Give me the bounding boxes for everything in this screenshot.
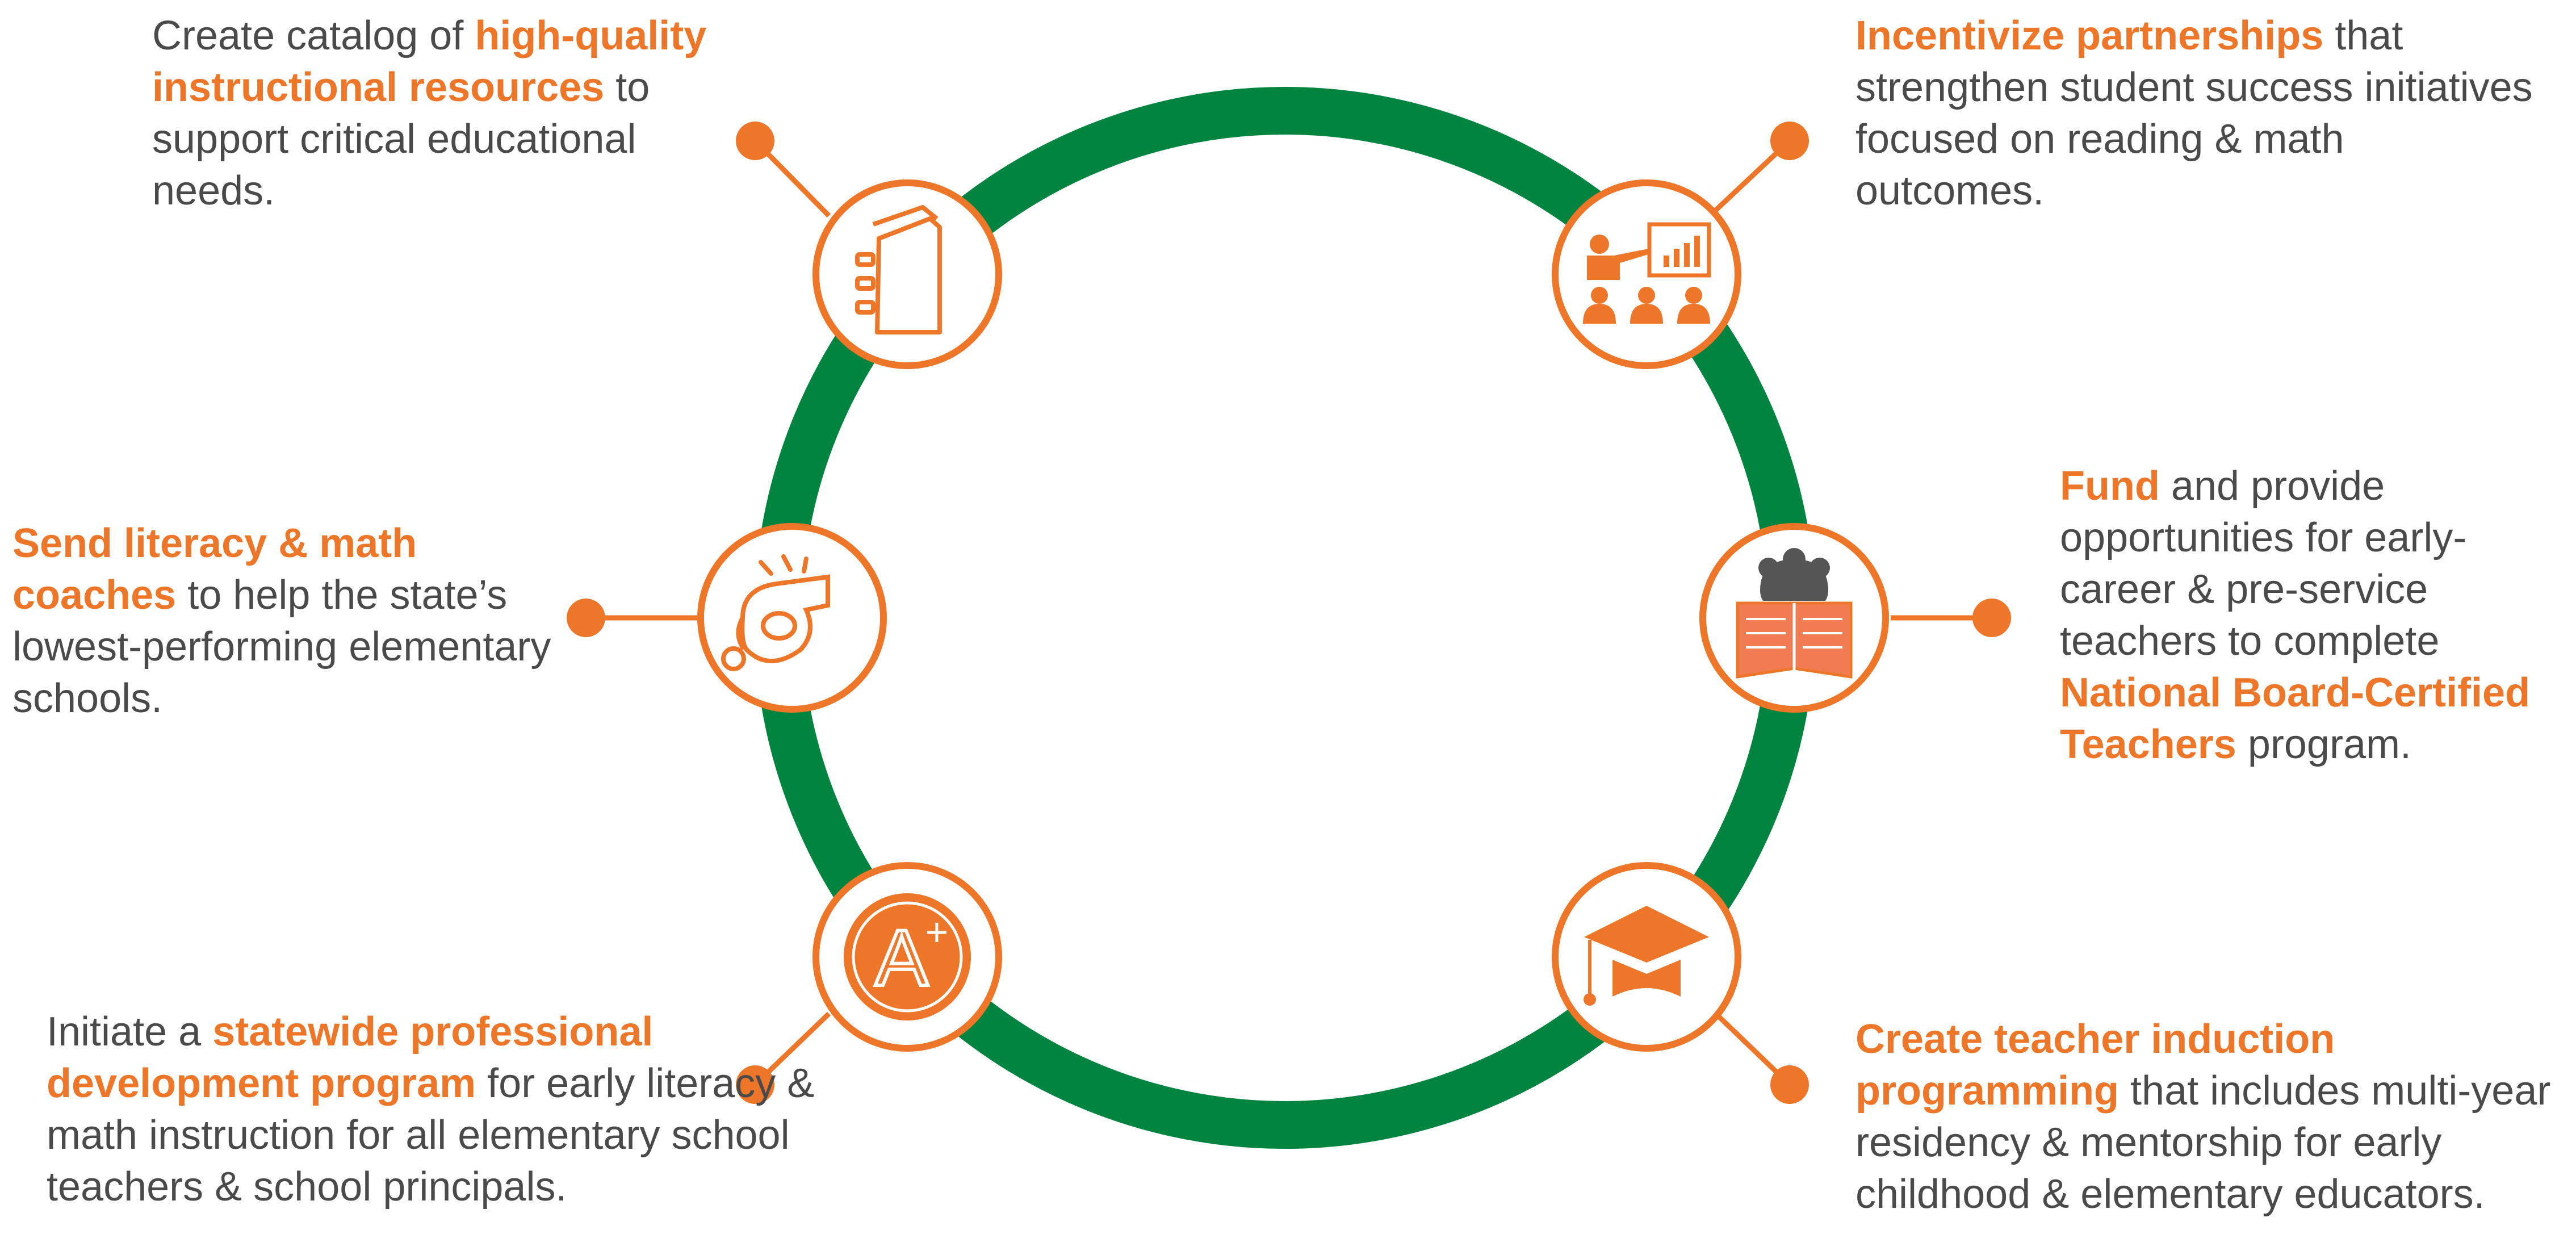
- connectors: [567, 122, 2011, 1104]
- body-text: for early literacy & math instruction fo…: [47, 1061, 815, 1210]
- item-text-partnerships: Incentivize partnerships that strengthen…: [1855, 10, 2537, 217]
- connector-dot: [736, 122, 774, 160]
- connector-dot: [1770, 1065, 1809, 1104]
- grade-plus-glyph: +: [925, 910, 949, 954]
- body-text: program.: [2236, 722, 2411, 767]
- body-text: to help the state’s lowest-performing el…: [12, 572, 551, 721]
- body-text: that strengthen student success initiati…: [1855, 13, 2533, 214]
- body-text: Create catalog of: [152, 13, 475, 58]
- item-text-instructional-resources: Create catalog of high-quality instructi…: [152, 10, 720, 217]
- item-text-national-board: Fund and provide opportunities for early…: [2060, 461, 2571, 771]
- reading-person-icon: [1736, 548, 1853, 679]
- binder-icon: [855, 205, 942, 334]
- grade-glyph: A: [875, 913, 928, 1002]
- connector-dot: [567, 599, 605, 637]
- body-text: that includes multi-year residency & men…: [1855, 1068, 2551, 1217]
- highlight-text: Send literacy & math coaches: [12, 521, 417, 618]
- connector-dot: [736, 1065, 774, 1104]
- body-text: to support critical educational needs.: [152, 65, 650, 214]
- body-text: Initiate a: [47, 1009, 213, 1055]
- whistle-icon: [721, 554, 830, 671]
- body-text: and provide opportunities for early-care…: [2060, 463, 2467, 664]
- item-text-coaches: Send literacy & math coaches to help the…: [12, 518, 580, 725]
- highlight-text: high-quality instructional resources: [152, 13, 707, 110]
- highlight-text: Incentivize partnerships: [1855, 13, 2324, 58]
- presentation-icon: [1583, 222, 1711, 324]
- connector-dot: [1972, 599, 2011, 637]
- highlight-text: Fund: [2060, 463, 2160, 509]
- highlight-text: Create teacher induction programming: [1855, 1016, 2335, 1114]
- highlight-text: statewide professional development progr…: [47, 1009, 654, 1106]
- a-plus-grade-icon: A +: [844, 893, 971, 1020]
- connector-dot: [1770, 122, 1809, 160]
- item-text-teacher-induction: Create teacher induction programming tha…: [1855, 1014, 2571, 1220]
- highlight-text: National Board-Certified Teachers: [2060, 670, 2531, 767]
- graduation-cap-icon: [1584, 906, 1709, 1006]
- item-text-professional-development: Initiate a statewide professional develo…: [47, 1006, 841, 1213]
